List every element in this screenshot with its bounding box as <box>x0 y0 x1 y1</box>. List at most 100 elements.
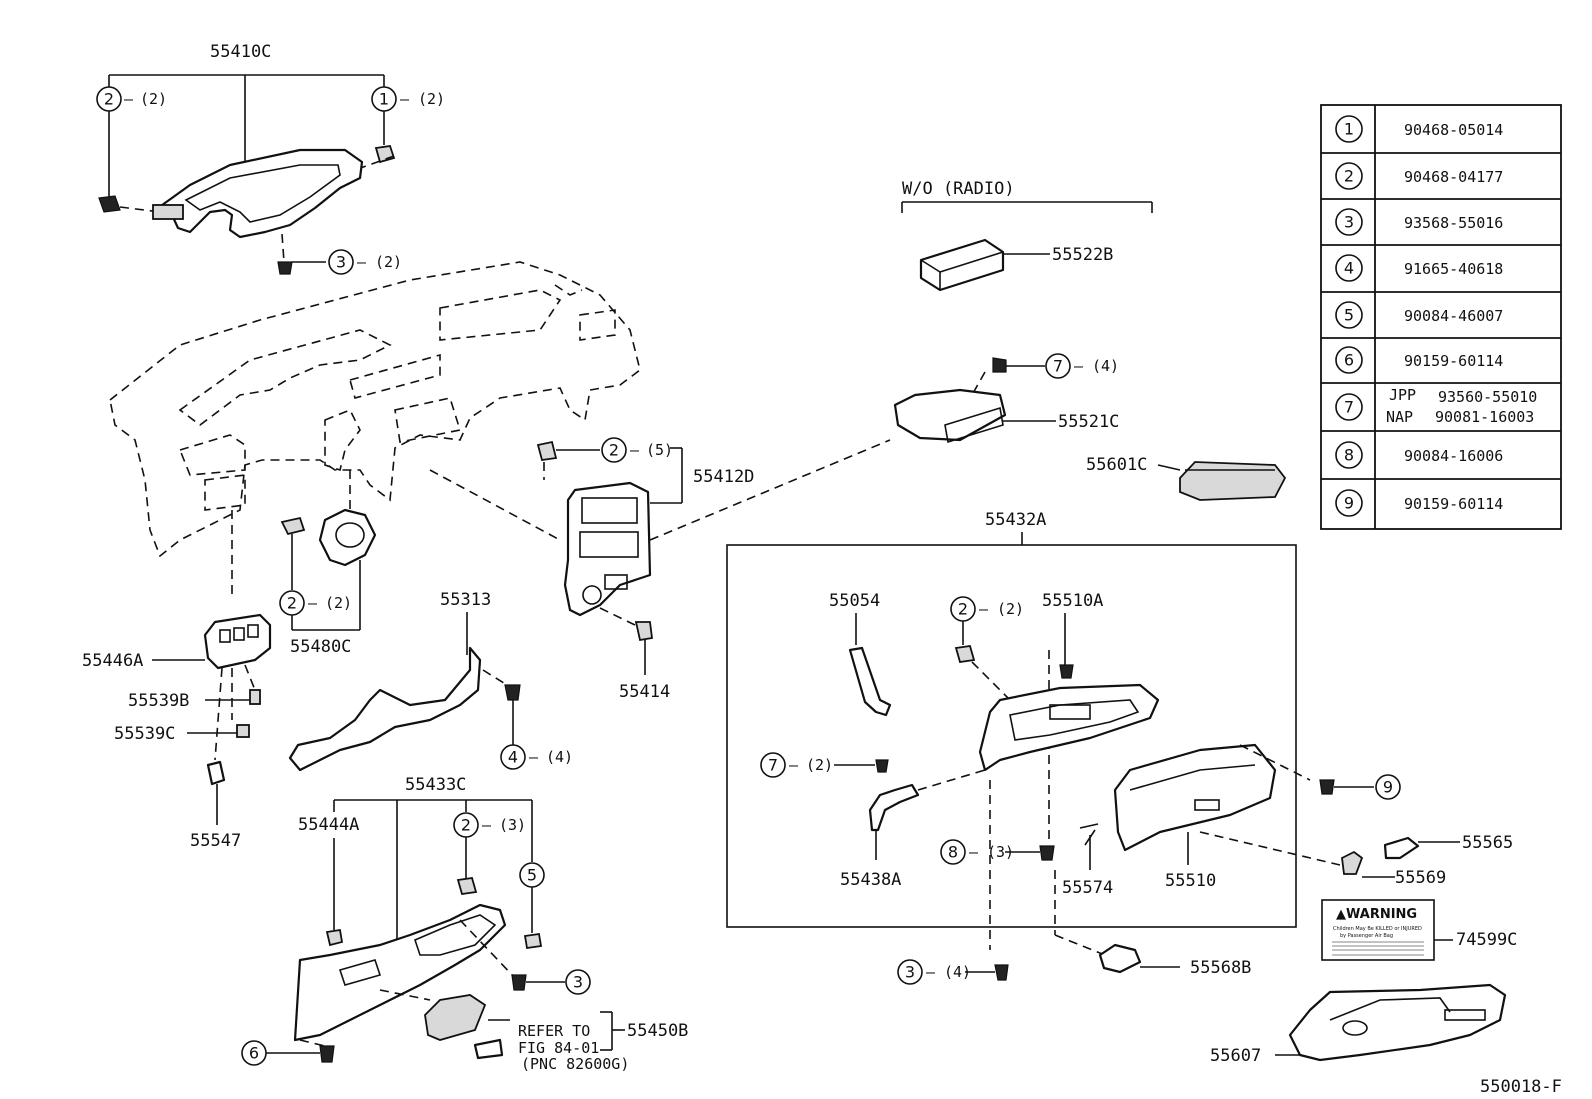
svg-text:by Passenger Air Bag: by Passenger Air Bag <box>1340 933 1393 939</box>
bracket-55313-group: 55313 4 – (4) <box>288 590 573 772</box>
legend-row-6: 6 90159-60114 <box>1335 346 1503 374</box>
glove-box-lock-cylinder <box>1341 850 1364 875</box>
legend-number: 3 <box>1344 213 1354 232</box>
legend-row-9: 9 90159-60114 <box>1335 489 1503 517</box>
callout-2-qty-2-b: 2 – (2) <box>279 590 352 616</box>
switch-hole-cover <box>473 1038 504 1060</box>
screw-icon <box>277 261 293 275</box>
svg-text:(4): (4) <box>1092 357 1119 375</box>
callout-7-qty-4: 7 – (4) <box>1045 353 1119 379</box>
svg-text:–: – <box>308 594 318 612</box>
clip-icon <box>280 516 306 536</box>
center-finish-panel <box>563 481 652 617</box>
callout-4-qty-4: 4 – (4) <box>500 744 573 770</box>
part-label-55569: 55569 <box>1395 868 1446 888</box>
screw-icon <box>994 964 1009 981</box>
instrument-lower-panel <box>1288 983 1507 1062</box>
legend-row-1: 1 90468-05014 <box>1335 115 1503 143</box>
svg-text:–: – <box>969 843 979 861</box>
svg-text:2: 2 <box>609 441 619 460</box>
clip-icon <box>634 621 654 642</box>
callout-7-qty-2: 7 – (2) <box>760 752 833 778</box>
svg-text:–: – <box>529 748 539 766</box>
instrument-under-cover <box>293 903 507 1042</box>
screw-9-group: 9 <box>1319 774 1401 800</box>
legend-number: 6 <box>1344 351 1354 370</box>
svg-text:(4): (4) <box>944 963 971 981</box>
part-label-55410c: 55410C <box>210 42 271 62</box>
glove-box-assembly-group: 55432A 55054 2 – (2) 55510A 7 – (2) <box>726 510 1311 928</box>
callout-2-qty-5: 2 – (5) <box>601 437 673 463</box>
clip-icon <box>954 644 976 664</box>
legend-part-number: 90468-05014 <box>1404 121 1503 139</box>
svg-text:(2): (2) <box>418 90 445 108</box>
screw-icon <box>1039 845 1055 861</box>
callout-5: 5 <box>519 862 545 888</box>
vent-switch-group: 55601C <box>1086 455 1287 501</box>
callout-3-qty-4: 3 – (4) <box>897 959 971 985</box>
svg-text:2: 2 <box>104 90 114 109</box>
screw-icon <box>875 759 889 773</box>
svg-text:(2): (2) <box>997 600 1024 618</box>
svg-text:(3): (3) <box>987 843 1014 861</box>
center-finish-panel-group: 2 – (5) 55412D 55414 <box>536 437 891 702</box>
parts-legend-table: 1 90468-05014 2 90468-04177 3 93568-5501… <box>1320 104 1562 530</box>
screw-icon <box>1059 664 1074 679</box>
switch-panel-group: 55446A 55539B 55539C 55547 <box>82 613 272 851</box>
legend-number: 4 <box>1344 259 1354 278</box>
latch-group: 55565 55569 <box>1199 831 1513 888</box>
switch-cap <box>249 689 261 705</box>
callout-6: 6 <box>241 1040 267 1066</box>
callout-3: 3 <box>565 969 591 995</box>
switch-blank <box>206 760 226 786</box>
glove-box-door-frame <box>978 683 1160 772</box>
legend-row-3: 3 93568-55016 <box>1335 208 1503 236</box>
wo-radio-label: W/O (RADIO) <box>902 179 1015 199</box>
part-label-55539b: 55539B <box>128 691 189 711</box>
column-cover-group: 2 – (2) 55480C <box>279 508 377 657</box>
switch-panel <box>203 613 272 670</box>
svg-text:–: – <box>400 90 410 108</box>
svg-text:–: – <box>630 441 640 459</box>
switch-hole-base <box>424 994 487 1041</box>
part-label-55446a: 55446A <box>82 651 143 671</box>
clip-icon <box>523 932 543 950</box>
legend-part-number: 93568-55016 <box>1404 214 1503 232</box>
clip-icon <box>98 195 121 213</box>
instrument-panel-brace <box>288 646 482 772</box>
legend-part-number: 90468-04177 <box>1404 168 1503 186</box>
part-label-55568b: 55568B <box>1190 958 1251 978</box>
svg-text:–: – <box>926 963 936 981</box>
part-label-55521c: 55521C <box>1058 412 1119 432</box>
legend-row-5: 5 90084-46007 <box>1335 301 1503 329</box>
svg-text:(2): (2) <box>806 756 833 774</box>
clip-icon <box>325 928 344 947</box>
legend-part-number: 90159-60114 <box>1404 495 1503 513</box>
svg-text:2: 2 <box>958 600 968 619</box>
part-label-55450b: 55450B <box>627 1021 688 1041</box>
part-label-55522b: 55522B <box>1052 245 1113 265</box>
pocket-bracket-group: 7 – (4) 55521C <box>893 353 1119 444</box>
svg-text:–: – <box>979 600 989 618</box>
svg-text:7: 7 <box>1053 357 1063 376</box>
callout-9: 9 <box>1375 774 1401 800</box>
legend-part-number-nap: 90081-16003 <box>1435 408 1534 426</box>
clip-icon <box>456 876 478 896</box>
legend-part-number: 90084-16006 <box>1404 447 1503 465</box>
svg-text:9: 9 <box>1383 778 1393 797</box>
svg-text:4: 4 <box>508 748 518 767</box>
legend-market-jpp: JPP <box>1389 386 1416 404</box>
legend-part-number: 90084-46007 <box>1404 307 1503 325</box>
glove-box-lock-cover <box>1383 836 1420 860</box>
legend-part-number-jpp: 93560-55010 <box>1438 388 1537 406</box>
part-label-55313: 55313 <box>440 590 491 610</box>
part-label-55433c: 55433C <box>405 775 466 795</box>
radio-pocket-group: W/O (RADIO) 55522B <box>901 179 1153 292</box>
screw-icon <box>511 974 527 991</box>
svg-text:3: 3 <box>905 963 915 982</box>
legend-row-2: 2 90468-04177 <box>1335 162 1503 190</box>
legend-part-number: 91665-40618 <box>1404 260 1503 278</box>
svg-text:–: – <box>482 816 492 834</box>
svg-text:7: 7 <box>768 756 778 775</box>
